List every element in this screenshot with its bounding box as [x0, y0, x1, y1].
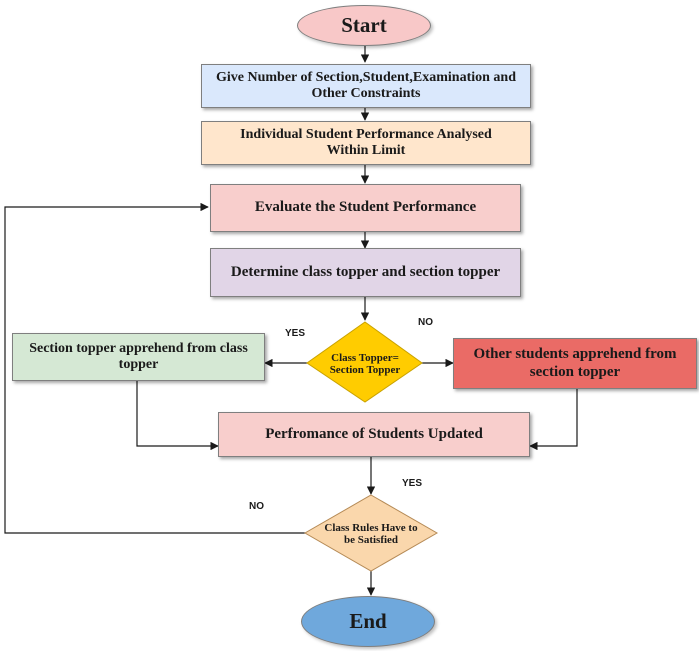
arrow-section-to-updated [136, 381, 219, 451]
evaluate-box: Evaluate the Student Performance [210, 184, 521, 232]
decision-topper-text: Class Topper= Section Topper [329, 351, 401, 376]
decision-rules-text: Class Rules Have to be Satisfied [324, 521, 418, 546]
other-apprehend-label: Other students apprehend from section to… [473, 346, 677, 380]
arrow-rules-no-loop [4, 202, 305, 534]
arrow-other-to-updated [529, 389, 578, 451]
section-apprehend-box: Section topper apprehend from class topp… [12, 333, 265, 381]
give-number-box: Give Number of Section,Student,Examinati… [201, 64, 531, 108]
topper-no-label: NO [418, 317, 433, 328]
determine-topper-label: Determine class topper and section toppe… [230, 263, 501, 280]
start-node: Start [297, 5, 431, 46]
other-apprehend-box: Other students apprehend from section to… [453, 338, 697, 389]
start-label: Start [341, 13, 387, 38]
give-number-label: Give Number of Section,Student,Examinati… [216, 69, 516, 101]
end-node: End [301, 596, 435, 647]
decision-topper-diamond [306, 321, 423, 403]
performance-updated-box: Perfromance of Students Updated [218, 412, 530, 457]
section-apprehend-label: Section topper apprehend from class topp… [29, 340, 248, 372]
rules-no-label: NO [249, 501, 264, 512]
evaluate-label: Evaluate the Student Performance [254, 199, 477, 216]
decision-rules-diamond [303, 494, 439, 572]
performance-updated-label: Perfromance of Students Updated [265, 425, 483, 442]
individual-performance-label: Individual Student Performance Analysed … [240, 126, 492, 158]
individual-performance-box: Individual Student Performance Analysed … [201, 121, 531, 165]
topper-yes-label: YES [285, 328, 306, 339]
determine-topper-box: Determine class topper and section toppe… [210, 248, 521, 297]
rules-yes-label: YES [402, 478, 423, 489]
end-label: End [349, 609, 387, 634]
